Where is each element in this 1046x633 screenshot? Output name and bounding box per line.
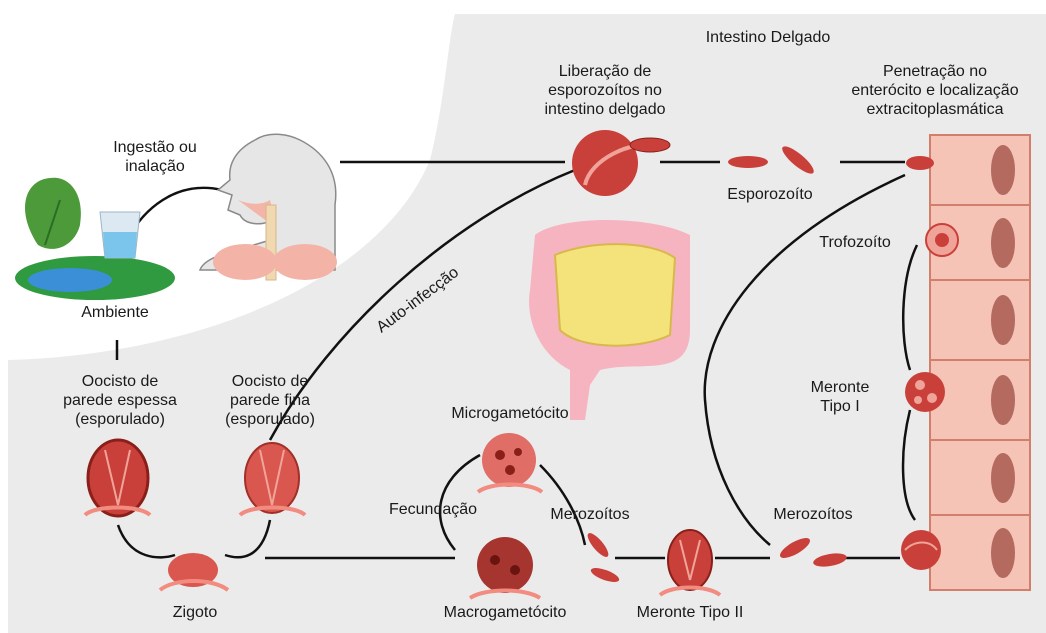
label-macrogametocito: Macrogametócito — [420, 603, 590, 622]
label-meronte-tipo-i: Meronte Tipo I — [790, 378, 890, 416]
label-zigoto: Zigoto — [150, 603, 240, 622]
oocyst-thick-wall — [85, 440, 150, 516]
label-ingestao: Ingestão ou inalação — [85, 138, 225, 176]
label-fecundacao: Fecundação — [378, 500, 488, 519]
label-meronte-tipo-ii: Meronte Tipo II — [610, 603, 770, 622]
label-merozoitos-1: Merozoítos — [540, 505, 640, 524]
environment-illustration — [15, 178, 175, 300]
epithelial-cells — [930, 135, 1030, 590]
label-microgametocito: Microgametócito — [425, 404, 595, 423]
label-merozoitos-2: Merozoítos — [753, 505, 873, 524]
label-intestino-delgado: Intestino Delgado — [668, 28, 868, 47]
label-oocisto-parede-fina: Oocisto de parede fina (esporulado) — [200, 372, 340, 429]
label-esporozoito: Esporozoíto — [710, 185, 830, 204]
label-ambiente: Ambiente — [55, 303, 175, 322]
label-penetracao: Penetração no enterócito e localização e… — [830, 62, 1040, 119]
label-liberacao: Liberação de esporozoítos no intestino d… — [520, 62, 690, 119]
label-trofozoito: Trofozoíto — [805, 233, 905, 252]
label-oocisto-parede-espessa: Oocisto de parede espessa (esporulado) — [35, 372, 205, 429]
